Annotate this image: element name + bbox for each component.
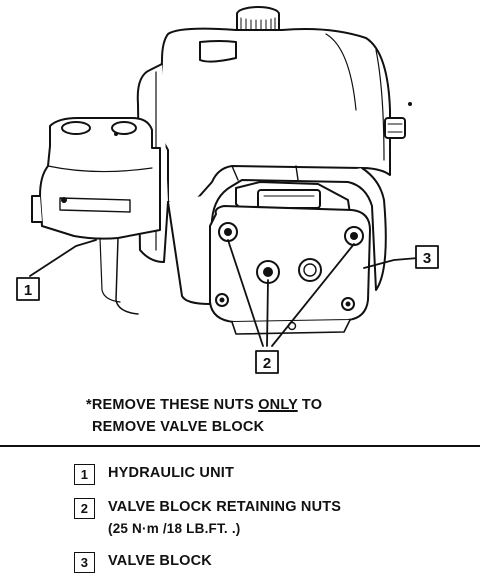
valve-block-diagram: 1 2 3 <box>16 6 439 374</box>
legend-number: 1 <box>74 464 95 485</box>
legend-label: VALVE BLOCK RETAINING NUTS <box>108 499 342 515</box>
legend-label: VALVE BLOCK <box>108 553 212 569</box>
callout-2-label: 2 <box>263 355 271 372</box>
callout-2: 2 <box>255 350 279 374</box>
callout-3: 3 <box>415 245 439 269</box>
legend-number: 2 <box>74 498 95 519</box>
note-emphasis: ONLY <box>258 397 298 413</box>
removal-note: *REMOVE THESE NUTS ONLY TO REMOVE VALVE … <box>86 394 322 438</box>
callout-1-label: 1 <box>24 282 32 299</box>
note-line1-pre: *REMOVE THESE NUTS <box>86 397 259 413</box>
leader-lines <box>29 239 419 347</box>
divider <box>0 445 480 447</box>
hydraulic-unit <box>31 117 161 315</box>
right-fitting <box>384 102 412 139</box>
note-line2: REMOVE VALVE BLOCK <box>92 419 265 435</box>
legend-torque-spec: (25 N·m /18 LB.FT. .) <box>108 521 241 536</box>
valve-block-top-bracket <box>235 181 351 215</box>
note-line1-post: TO <box>297 397 323 413</box>
legend-number: 3 <box>74 552 95 573</box>
legend-label: HYDRAULIC UNIT <box>108 465 235 481</box>
callout-1: 1 <box>16 277 40 301</box>
retaining-nut-right <box>344 226 364 246</box>
retaining-nut-left <box>218 222 238 242</box>
valve-block <box>209 205 371 335</box>
callout-3-label: 3 <box>423 250 431 267</box>
